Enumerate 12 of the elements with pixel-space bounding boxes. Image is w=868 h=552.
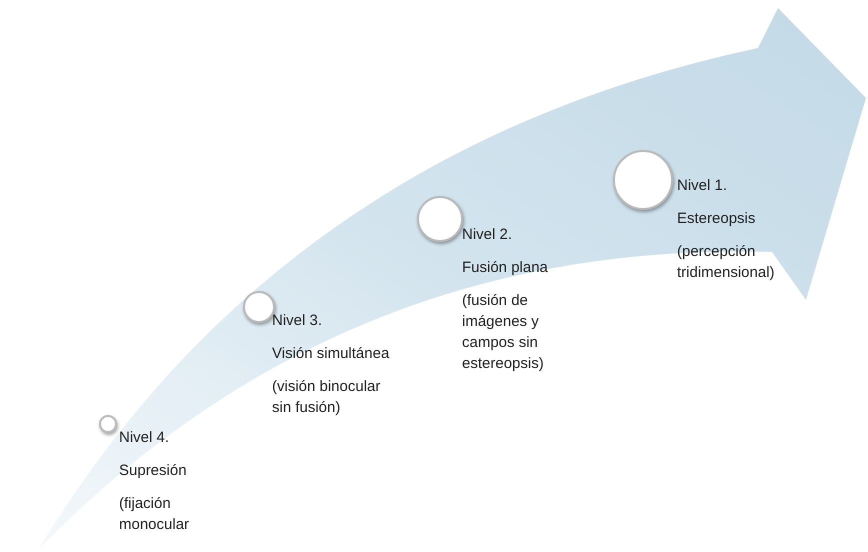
level-title: Nivel 1. — [677, 176, 728, 196]
level-name: Estereopsis — [677, 209, 756, 229]
level-title: Nivel 2. — [462, 225, 514, 245]
level-name: Supresión — [119, 461, 188, 481]
level-name: Visión simultánea — [272, 344, 390, 364]
level-title: Nivel 3. — [272, 311, 324, 331]
level-description: (percepción tridimensional) — [677, 242, 776, 283]
level-description: (fusión de imágenes y campos sin estereopsis) — [462, 291, 545, 374]
level-description: (fijación monocular — [119, 494, 190, 535]
level-title: Nivel 4. — [119, 428, 170, 448]
level-description: (visión binocular sin fusión) — [272, 377, 382, 418]
level-name: Fusión plana — [462, 258, 549, 278]
